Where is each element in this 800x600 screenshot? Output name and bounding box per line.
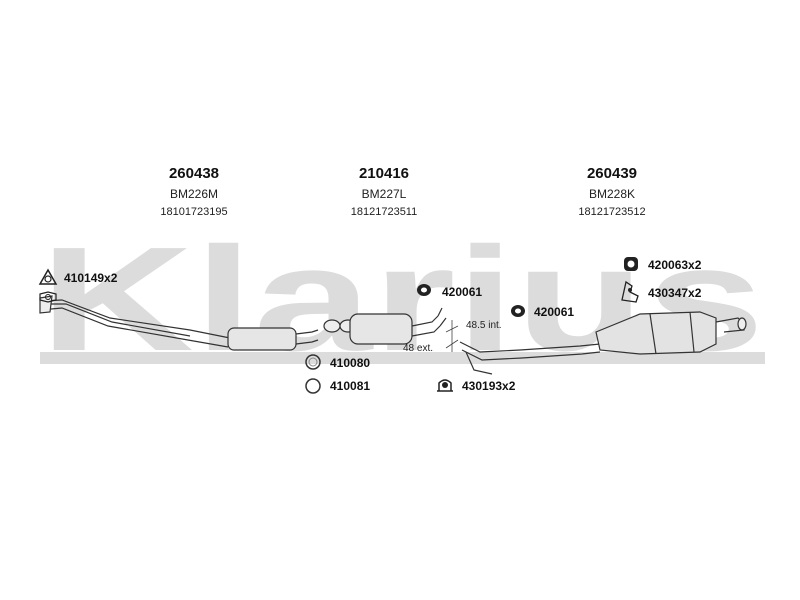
front-pipe-260438 — [39, 295, 319, 351]
gasket-pair-icon — [39, 291, 57, 303]
part-model-3: BM228K — [588, 187, 636, 201]
watermark-bar — [40, 352, 765, 364]
fitting-label-410081: 410081 — [330, 379, 371, 393]
fitting-label-430347: 430347x2 — [648, 286, 702, 300]
part-model-1: BM226M — [169, 187, 219, 201]
fitting-label-430193: 430193x2 — [462, 379, 516, 393]
rubber-mount-icon — [624, 257, 638, 271]
middle-silencer-210416 — [323, 307, 447, 345]
watermark-text: Klarius — [40, 217, 765, 382]
part-code-2: 210416 — [358, 165, 410, 182]
part-code-1: 260438 — [168, 165, 220, 182]
rubber-mount-icon — [511, 305, 525, 317]
ring-icon — [305, 378, 321, 394]
triangle-gasket-icon — [38, 268, 58, 285]
part-model-2: BM227L — [361, 187, 407, 201]
link-pipe — [459, 341, 601, 375]
clamp-icon — [437, 379, 453, 392]
part-code-3: 260439 — [586, 165, 638, 182]
fitting-label-410149: 410149x2 — [64, 271, 118, 285]
fitting-label-420061-2: 420061 — [534, 305, 575, 319]
part-oem-3: 18121723512 — [578, 206, 646, 218]
part-oem-1: 18101723195 — [160, 206, 228, 218]
bracket-icon — [621, 280, 639, 303]
fitting-label-420061-1: 420061 — [442, 285, 483, 299]
dimension-internal: 48.5 int. — [466, 320, 502, 331]
rubber-mount-icon — [417, 284, 431, 296]
fitting-label-420063: 420063x2 — [648, 258, 702, 272]
dimension-arrows — [445, 320, 459, 352]
fitting-label-410080: 410080 — [330, 356, 371, 370]
dimension-external: 48 ext. — [403, 343, 434, 354]
ring-icon — [305, 354, 321, 370]
part-oem-2: 18121723511 — [350, 206, 418, 218]
rear-silencer-260439 — [595, 311, 747, 355]
